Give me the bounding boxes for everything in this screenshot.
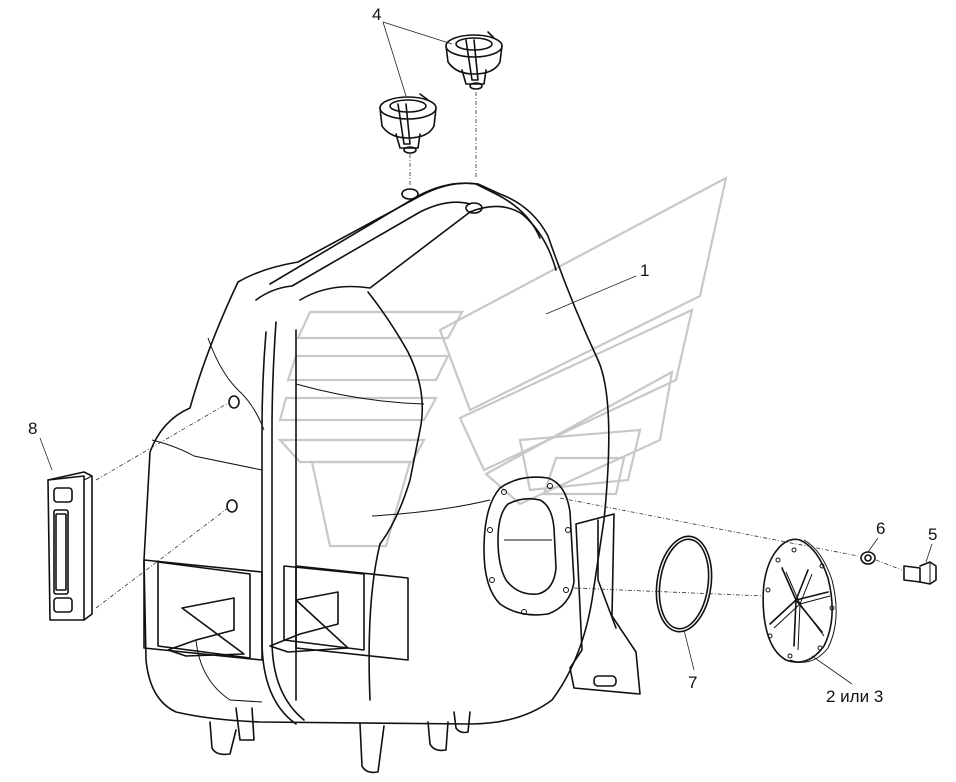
filler-cap-lower <box>379 93 437 154</box>
label-bolt: 5 <box>928 525 937 544</box>
filler-cap-upper <box>445 31 503 90</box>
label-level-gauge: 8 <box>28 419 37 438</box>
label-cover: 2 или 3 <box>826 687 883 706</box>
leader-lines <box>39 21 933 685</box>
watermark-logo <box>277 175 728 548</box>
level-gauge <box>47 471 93 621</box>
cover-plate <box>762 538 837 663</box>
label-gasket: 7 <box>688 673 697 692</box>
callout-labels: 4 1 8 6 5 7 2 или 3 <box>28 5 937 706</box>
label-tank: 1 <box>640 261 649 280</box>
filler-flange <box>483 476 575 616</box>
bolt <box>903 561 937 585</box>
label-caps: 4 <box>372 5 381 24</box>
gasket-ring <box>655 535 713 633</box>
fuel-tank-body <box>143 182 641 774</box>
label-washer: 6 <box>876 519 885 538</box>
washer <box>860 551 876 565</box>
assembly-axis-lines <box>95 92 903 609</box>
